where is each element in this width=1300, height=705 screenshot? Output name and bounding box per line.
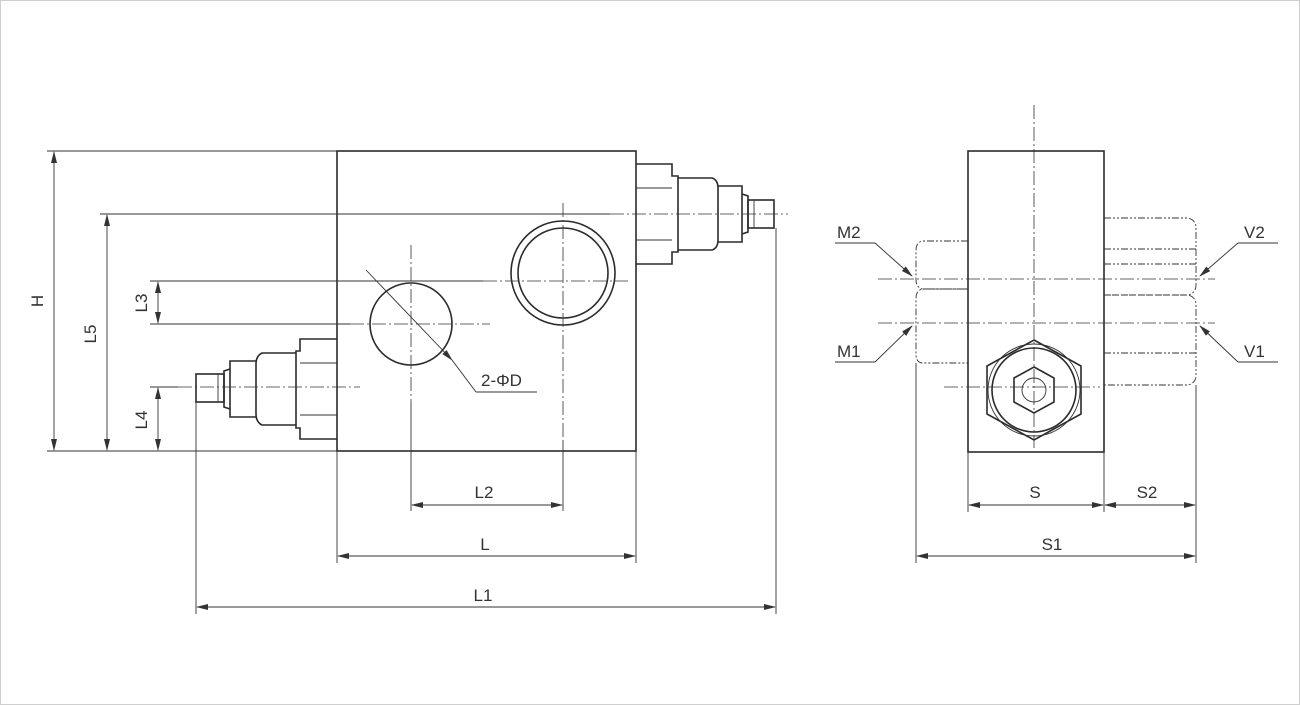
- port-label-m1: M1: [837, 342, 861, 361]
- dim-label-l: L: [480, 535, 489, 554]
- side-body: [967, 150, 1105, 453]
- port-label-v2: V2: [1244, 223, 1265, 242]
- dim-label-l1: L1: [474, 586, 493, 605]
- dim-label-s1: S1: [1042, 535, 1063, 554]
- front-view: H L5 L3 L4 L2 L L1 2-ΦD: [28, 150, 788, 614]
- dim-label-l4: L4: [132, 411, 151, 430]
- relief-cartridge-left: [195, 338, 337, 440]
- dim-label-s: S: [1029, 483, 1040, 502]
- side-view: M2 M1 V2 V1 S S2 S1: [835, 105, 1278, 563]
- dim-label-s2: S2: [1137, 483, 1158, 502]
- dim-label-l2: L2: [475, 483, 494, 502]
- dim-label-l5: L5: [81, 325, 100, 344]
- dim-label-h: H: [28, 295, 47, 307]
- phantom-fitting-left: [915, 240, 968, 364]
- port-label-m2: M2: [837, 223, 861, 242]
- phantom-fitting-right: [1104, 217, 1197, 386]
- hole-note: 2-ΦD: [481, 371, 522, 390]
- port-label-v1: V1: [1244, 342, 1265, 361]
- dim-label-l3: L3: [132, 294, 151, 313]
- valve-body: [336, 150, 637, 452]
